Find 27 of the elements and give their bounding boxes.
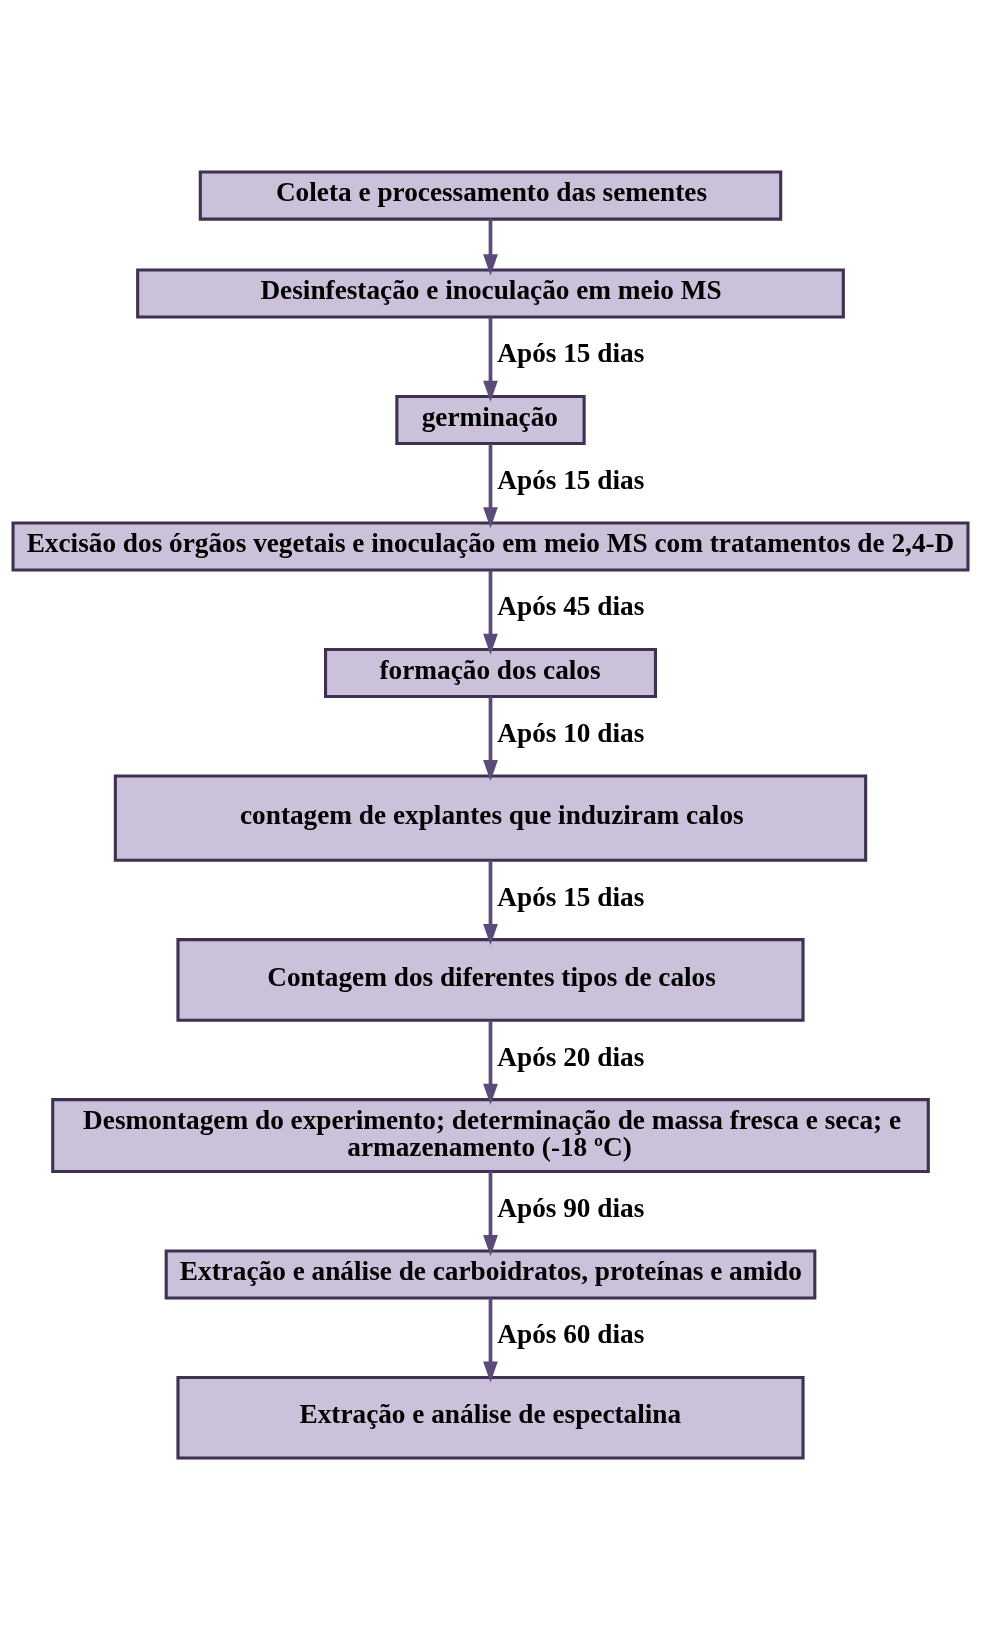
- edge-label: Após 60 dias: [497, 1318, 645, 1349]
- node-box: Contagem dos diferentes tipos de calos: [176, 937, 805, 1022]
- arrow: [483, 570, 498, 655]
- edge-label: Após 20 dias: [497, 1041, 645, 1072]
- arrow: [483, 218, 498, 275]
- arrow: [483, 696, 498, 781]
- edge-label: Após 45 dias: [497, 590, 645, 621]
- node-box: germinação: [395, 394, 586, 445]
- arrow: [483, 443, 498, 528]
- node-box: Coleta e processamento das sementes: [198, 169, 783, 221]
- node-box: Extração e análise de carboidratos, proteínas e amido: [164, 1248, 817, 1300]
- arrow: [483, 859, 498, 945]
- node-box: formação dos calos: [324, 647, 657, 698]
- arrow: [483, 1297, 498, 1382]
- arrow: [483, 317, 498, 402]
- node-box: contagem de explantes que induziram calos: [113, 773, 868, 862]
- node-box: Excisão dos órgãos vegetais e inoculação em meio MS com tratamentos de 2,4-D: [11, 520, 970, 572]
- edge-label: Após 10 dias: [497, 717, 645, 748]
- edge-label: Após 15 dias: [497, 337, 645, 368]
- edge-label: Após 15 dias: [497, 464, 645, 495]
- arrow: [483, 1020, 498, 1105]
- node-box: Desinfestação e inoculação em meio MS: [136, 267, 845, 319]
- arrow: [483, 1171, 498, 1256]
- edge-label: Após 15 dias: [497, 881, 645, 912]
- node-box: Desmontagem do experimento; determinação de massa fresca e seca; e armazenamento (-18 ºC): [51, 1097, 930, 1173]
- node-box: Extração e análise de espectalina: [176, 1375, 805, 1460]
- edge-label: Após 90 dias: [497, 1192, 645, 1223]
